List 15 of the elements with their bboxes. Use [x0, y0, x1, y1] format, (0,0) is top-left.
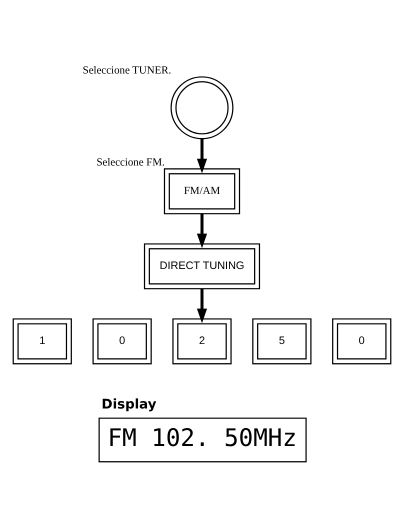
node-box: 2: [172, 318, 232, 364]
node-circle: [170, 76, 234, 139]
node-box: 0: [92, 318, 152, 364]
arrow: [196, 138, 208, 173]
node-box: 5: [252, 318, 312, 364]
node-box: DIRECT TUNING: [144, 242, 260, 289]
node-box: FM/AM: [164, 168, 240, 214]
arrow: [196, 288, 208, 323]
node-label: Display: [102, 396, 156, 412]
node-label: Seleccione TUNER.: [82, 64, 172, 76]
arrow: [196, 213, 208, 248]
node-box: 1: [12, 318, 72, 364]
node-box: FM 102. 50MHz: [98, 417, 307, 462]
node-label: Seleccione FM.: [96, 156, 165, 168]
node-box: 0: [332, 318, 392, 364]
